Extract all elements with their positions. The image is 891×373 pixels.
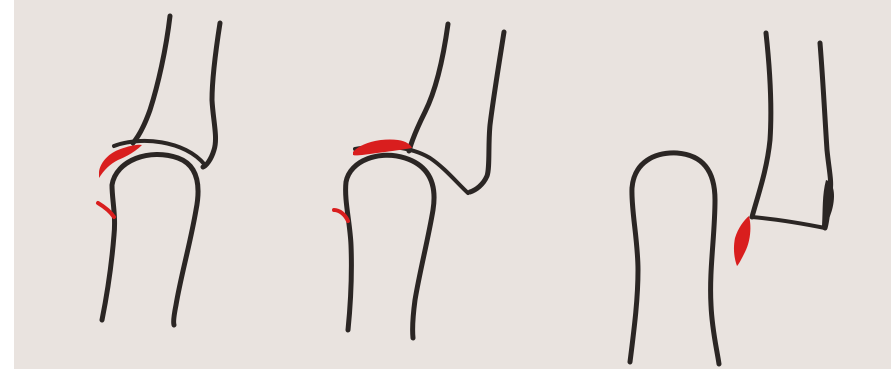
joint-sketch-drawing (0, 0, 891, 373)
sketch-frame (0, 0, 891, 373)
